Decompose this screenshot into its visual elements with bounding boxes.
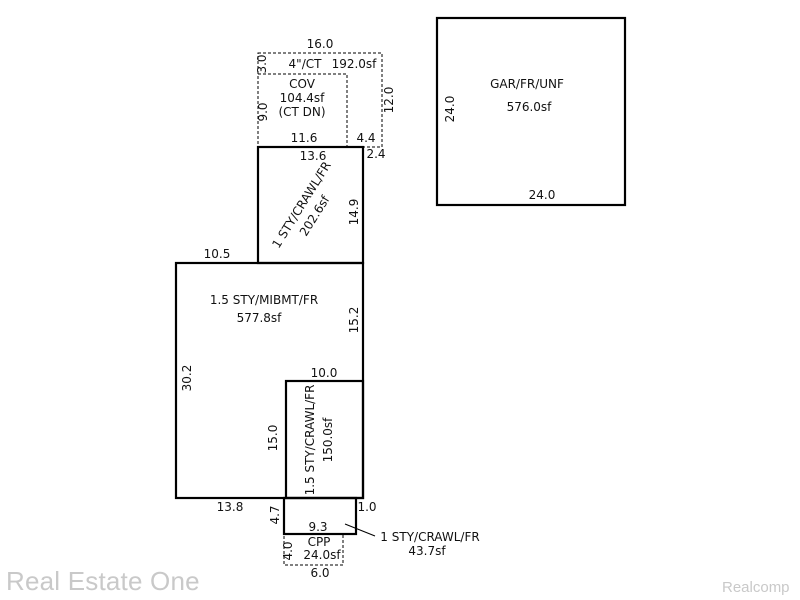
small-area: 43.7sf — [408, 544, 446, 558]
garage-area: 576.0sf — [507, 100, 553, 114]
watermark-brand-right: Realcomp — [722, 579, 790, 596]
dim-ct-top: 16.0 — [307, 37, 334, 51]
dim-main-left: 30.2 — [180, 365, 194, 392]
cov-note: (CT DN) — [278, 105, 325, 119]
watermark-brand-left: Real Estate One — [6, 566, 200, 596]
dim-gar-left: 24.0 — [443, 96, 457, 123]
dim-main-bottom: 13.8 — [217, 500, 244, 514]
dim-small-bottom: 9.3 — [308, 520, 327, 534]
dim-cov-bottom: 11.6 — [291, 131, 318, 145]
dim-upper-offset: 2.4 — [366, 147, 385, 161]
main-area: 577.8sf — [237, 311, 283, 325]
dim-lower-top: 10.0 — [311, 366, 338, 380]
cov-label: COV — [289, 77, 316, 91]
dim-ct-right: 12.0 — [382, 87, 396, 114]
callout-leader — [344, 523, 376, 537]
lower-wing-name: 1.5 STY/CRAWL/FR — [303, 385, 317, 496]
lower-wing-area: 150.0sf — [321, 417, 335, 463]
cpp-area: 24.0sf — [303, 548, 341, 562]
dim-cpp-bottom: 6.0 — [310, 566, 329, 580]
dim-gar-bottom: 24.0 — [529, 188, 556, 202]
dim-lower-right: 1.0 — [357, 500, 376, 514]
cov-area-outline — [258, 73, 348, 147]
dim-main-right-upper: 15.2 — [347, 307, 361, 334]
dim-small-left: 4.7 — [268, 505, 282, 524]
garage-outline — [435, 16, 627, 207]
dim-lower-left: 15.0 — [266, 425, 280, 452]
dim-upper-top: 13.6 — [300, 149, 327, 163]
main-name: 1.5 STY/MIBMT/FR — [210, 293, 318, 307]
dim-ct-left: 3.0 — [255, 54, 269, 73]
cpp-name: CPP — [308, 535, 331, 549]
dim-ct-bottom-right: 4.4 — [356, 131, 375, 145]
garage-name: GAR/FR/UNF — [490, 77, 564, 91]
ct-area: 192.0sf — [332, 57, 378, 71]
ct-label: 4"/CT — [289, 57, 323, 71]
small-name: 1 STY/CRAWL/FR — [380, 530, 479, 544]
dim-cov-left: 9.0 — [256, 102, 270, 121]
dim-cpp-left: 4.0 — [281, 541, 295, 560]
dim-upper-right: 14.9 — [347, 199, 361, 226]
cov-area: 104.4sf — [280, 91, 326, 105]
dim-main-top-left: 10.5 — [204, 247, 231, 261]
